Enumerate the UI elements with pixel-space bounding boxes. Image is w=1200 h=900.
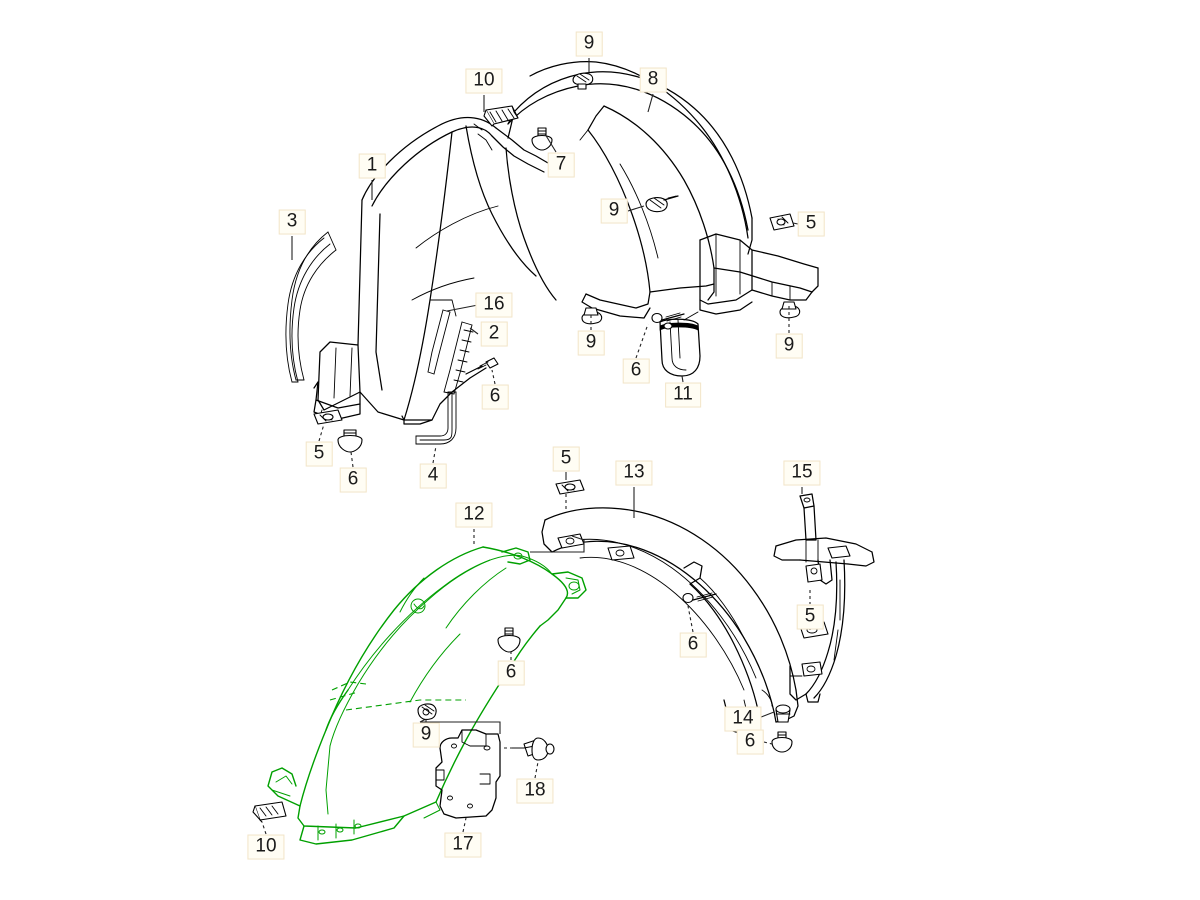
part-8-wheel-arch-panel — [507, 60, 819, 319]
callout-5-d[interactable]: 5 — [796, 604, 824, 630]
part-9-expanding-nut-d — [779, 301, 801, 319]
callout-6-f[interactable]: 6 — [736, 729, 764, 755]
part-5-spring-nut-lower — [555, 479, 585, 495]
callout-4[interactable]: 4 — [419, 463, 447, 489]
part-17-cover-panel — [419, 715, 501, 819]
part-13-rear-wheel-arch-panel — [541, 507, 799, 735]
callout-15[interactable]: 15 — [783, 460, 821, 486]
callout-5-c[interactable]: 5 — [552, 446, 580, 472]
callout-16[interactable]: 16 — [475, 292, 513, 318]
part-1-wheel-housing-liner — [313, 116, 557, 425]
callout-11[interactable]: 11 — [665, 382, 701, 408]
callout-10-upper[interactable]: 10 — [465, 68, 503, 94]
callout-6-b[interactable]: 6 — [481, 384, 509, 410]
callout-7[interactable]: 7 — [547, 152, 575, 178]
callout-3[interactable]: 3 — [278, 209, 306, 235]
part-6-screw-a — [465, 357, 499, 375]
part-9-expanding-nut-lower — [417, 703, 437, 720]
part-16-seal-strip-short — [427, 309, 451, 375]
part-7-expanding-rivet — [531, 127, 553, 151]
lower-assembly-group — [252, 472, 875, 845]
callout-6-d[interactable]: 6 — [497, 660, 525, 686]
callout-12-highlighted[interactable]: 12 — [455, 502, 493, 528]
callout-9-a[interactable]: 9 — [575, 31, 603, 57]
part-5-spring-nut-b — [313, 409, 343, 425]
part-9-expanding-nut-c — [581, 307, 603, 325]
callout-9-b[interactable]: 9 — [600, 198, 628, 224]
callout-9-d[interactable]: 9 — [775, 333, 803, 359]
callout-5-b[interactable]: 5 — [305, 441, 333, 467]
callout-6-c[interactable]: 6 — [339, 467, 367, 493]
callout-10-lower[interactable]: 10 — [247, 834, 285, 860]
part-6-screw-lower-b — [682, 592, 717, 604]
part-9-expanding-nut-a — [572, 72, 594, 90]
callout-6-a[interactable]: 6 — [622, 358, 650, 384]
callout-6-e[interactable]: 6 — [679, 632, 707, 658]
part-6-screw-c — [337, 429, 363, 453]
part-6-screw-lower-a — [497, 627, 521, 653]
part-18-push-pin-rivet — [504, 737, 555, 761]
callout-8[interactable]: 8 — [639, 67, 667, 93]
part-11-deflector-shield — [659, 311, 701, 377]
part-10-retaining-clip-upper — [483, 105, 519, 127]
callout-1[interactable]: 1 — [358, 153, 386, 179]
part-6-screw-b — [651, 312, 685, 324]
callout-17[interactable]: 17 — [444, 832, 482, 858]
part-2-seal-strip — [443, 321, 474, 395]
part-4-seal-elbow — [415, 391, 457, 445]
callout-14[interactable]: 14 — [724, 706, 762, 732]
callout-13[interactable]: 13 — [615, 460, 653, 486]
callout-9-e[interactable]: 9 — [412, 722, 440, 748]
part-3-seal-strip-curved — [285, 231, 337, 383]
callout-5-a[interactable]: 5 — [797, 211, 825, 237]
upper-assembly-group — [285, 58, 819, 468]
part-15-support-bracket — [773, 493, 875, 703]
part-5-spring-nut-a — [769, 213, 795, 231]
callout-2[interactable]: 2 — [480, 321, 508, 347]
part-9-expanding-nut-b — [645, 195, 679, 213]
part-12-rear-wheel-housing-liner-highlighted — [267, 546, 587, 845]
callout-9-c[interactable]: 9 — [577, 330, 605, 356]
part-6-screw-lower-c — [771, 731, 793, 753]
callout-18[interactable]: 18 — [516, 778, 554, 804]
part-14-spacer-sleeve — [775, 704, 791, 723]
part-10-retaining-clip-lower — [252, 801, 287, 823]
